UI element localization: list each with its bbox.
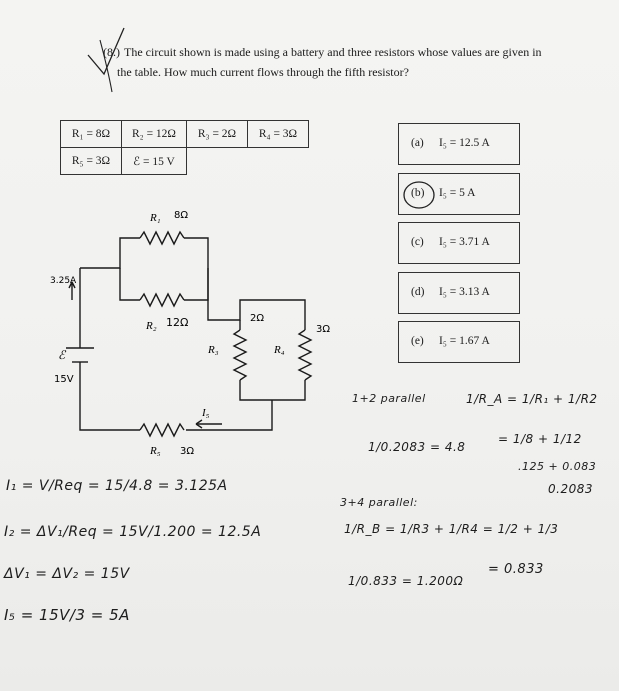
wire bbox=[119, 268, 140, 301]
wire bbox=[186, 400, 273, 431]
work-p34-eq: 1/R_B = 1/R3 + 1/R4 = 1/2 + 1/3 bbox=[344, 522, 559, 536]
work-p12-eq1: 1/R_A = 1/R₁ + 1/R2 bbox=[466, 392, 598, 406]
r1-label: R₁ bbox=[149, 212, 161, 224]
work-p12-total: 0.2083 bbox=[548, 482, 593, 496]
choice-label: (a) bbox=[411, 137, 424, 149]
choice-e[interactable]: (e) I₅ = 1.67 A bbox=[398, 321, 520, 363]
r1-note: 8Ω bbox=[174, 210, 188, 221]
work-i5-line: I₅ = 15V/3 = 5A bbox=[4, 606, 130, 624]
arrowhead-icon bbox=[195, 419, 203, 429]
choice-c[interactable]: (c) I₅ = 3.71 A bbox=[398, 222, 520, 264]
answer-circle-icon bbox=[403, 181, 435, 209]
choice-text: I₅ = 12.5 A bbox=[439, 137, 490, 149]
work-i1-line: I₁ = V/Req = 15/4.8 = 3.125A bbox=[6, 478, 228, 494]
choice-label: (e) bbox=[411, 335, 424, 347]
resistor-r4 bbox=[297, 329, 313, 381]
wire bbox=[80, 237, 140, 269]
choice-text: I₅ = 3.71 A bbox=[439, 236, 490, 248]
choice-text: I₅ = 1.67 A bbox=[439, 335, 490, 347]
work-p34-result: 1/0.833 = 1.200Ω bbox=[348, 574, 464, 588]
resistor-r5 bbox=[139, 422, 185, 438]
work-p12-result: 1/0.2083 = 4.8 bbox=[368, 440, 466, 454]
pen-stroke bbox=[99, 39, 113, 93]
i5-label: I₅ bbox=[201, 407, 210, 419]
current-arrow-icon bbox=[68, 281, 76, 300]
work-p34-sum: = 0.833 bbox=[488, 562, 544, 577]
choice-text: I₅ = 3.13 A bbox=[439, 286, 490, 298]
choice-label: (b) bbox=[411, 187, 425, 199]
r5-label: R₅ bbox=[149, 445, 161, 457]
resistor-r1 bbox=[139, 230, 185, 246]
r3-label: R₃ bbox=[207, 344, 219, 356]
table-cell-r4: R₄ = 3Ω bbox=[247, 120, 309, 148]
r4-note: 3Ω bbox=[316, 324, 330, 335]
r2-note: 12Ω bbox=[166, 316, 188, 329]
table-cell-r5: R₅ = 3Ω bbox=[60, 147, 122, 175]
r5-note: 3Ω bbox=[180, 446, 194, 457]
work-i2-line: I₂ = ΔV₁/Req = 15V/1.200 = 12.5A bbox=[4, 524, 262, 540]
resistor-r2 bbox=[139, 292, 185, 308]
choice-label: (c) bbox=[411, 236, 424, 248]
work-p12-sum: .125 + 0.083 bbox=[518, 460, 597, 473]
choice-d[interactable]: (d) I₅ = 3.13 A bbox=[398, 272, 520, 314]
wire bbox=[184, 237, 209, 301]
work-p12-eq2: = 1/8 + 1/12 bbox=[498, 432, 582, 446]
question-text-1: The circuit shown is made using a batter… bbox=[124, 45, 542, 59]
emf-note: 15V bbox=[54, 374, 74, 385]
current-note: 3.25A bbox=[50, 276, 77, 286]
wire bbox=[79, 362, 140, 431]
r4-label: R₄ bbox=[273, 344, 285, 356]
work-p34-title: 3+4 parallel: bbox=[340, 496, 418, 509]
choice-a[interactable]: (a) I₅ = 12.5 A bbox=[398, 123, 520, 165]
r3-note: 2Ω bbox=[250, 313, 264, 324]
r2-label: R₂ bbox=[145, 320, 157, 332]
wire bbox=[239, 380, 306, 401]
resistor-table: R₁ = 8Ω R₂ = 12Ω R₃ = 2Ω R₄ = 3Ω R₅ = 3Ω… bbox=[60, 120, 309, 175]
choice-label: (d) bbox=[411, 286, 425, 298]
table-cell-emf: ℰ = 15 V bbox=[121, 147, 187, 175]
table-row: R₅ = 3Ω ℰ = 15 V bbox=[60, 147, 309, 175]
resistor-r3 bbox=[232, 329, 248, 381]
work-p12-title: 1+2 parallel bbox=[352, 392, 426, 405]
choice-text: I₅ = 5 A bbox=[439, 187, 476, 199]
table-cell-r2: R₂ = 12Ω bbox=[121, 120, 187, 148]
check-mark-icon bbox=[87, 27, 125, 76]
work-dv-line: ΔV₁ = ΔV₂ = 15V bbox=[4, 566, 130, 582]
emf-label: ℰ bbox=[58, 348, 67, 362]
question-line-2: the table. How much current flows throug… bbox=[117, 65, 409, 79]
wire bbox=[207, 268, 306, 330]
table-row: R₁ = 8Ω R₂ = 12Ω R₃ = 2Ω R₄ = 3Ω bbox=[60, 120, 309, 148]
choice-b[interactable]: (b) I₅ = 5 A bbox=[398, 173, 520, 215]
